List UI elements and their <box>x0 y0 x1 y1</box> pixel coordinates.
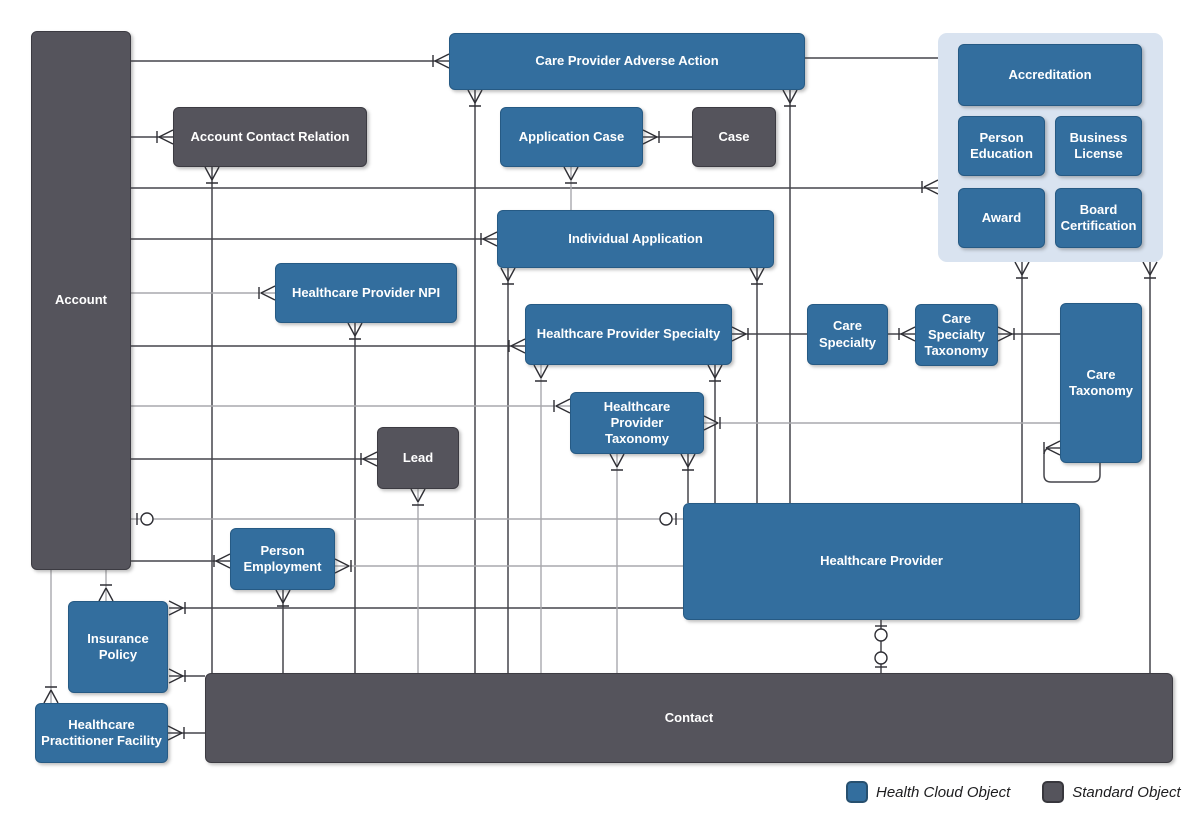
health-cloud-object-swatch <box>846 781 868 803</box>
entity-case: Case <box>692 107 776 167</box>
connectors-dark <box>131 57 1151 734</box>
entity-label: Lead <box>402 449 434 465</box>
entity-label: Care Taxonomy <box>1068 366 1134 398</box>
standard-object-swatch <box>1042 781 1065 803</box>
entity-accreditation: Accreditation <box>958 44 1142 106</box>
entity-label: Healthcare Provider Taxonomy <box>603 398 671 447</box>
entity-care-provider-adverse-action: Care Provider Adverse Action <box>449 33 805 90</box>
entity-label: Award <box>981 209 1022 225</box>
entity-label: Individual Application <box>568 230 703 246</box>
entity-label: Healthcare Provider Specialty <box>536 326 721 342</box>
entity-healthcare-practitioner-facility: Healthcare Practitioner Facility <box>35 703 168 763</box>
entity-label: Person Education <box>970 129 1033 161</box>
entity-label: Account Contact Relation <box>190 128 350 144</box>
entity-insurance-policy: Insurance Policy <box>68 601 168 693</box>
entity-person-employment: Person Employment <box>230 528 335 590</box>
standard-object-label: Standard Object <box>1072 783 1181 801</box>
entity-label: Person Employment <box>243 542 322 574</box>
health-cloud-object-label: Health Cloud Object <box>876 783 1011 801</box>
entity-label: Healthcare Provider NPI <box>291 284 441 300</box>
entity-care-taxonomy: Care Taxonomy <box>1060 303 1142 463</box>
entity-label: Care Specialty Taxonomy <box>924 310 989 359</box>
entity-healthcare-provider-specialty: Healthcare Provider Specialty <box>525 304 732 365</box>
entity-account-contact-relation: Account Contact Relation <box>173 107 367 167</box>
entity-business-license: Business License <box>1055 116 1142 176</box>
entity-contact: Contact <box>205 673 1173 763</box>
entity-label: Care Provider Adverse Action <box>535 53 719 69</box>
entity-label: Business License <box>1069 129 1128 161</box>
legend: Health Cloud Object Standard Object <box>846 781 1181 803</box>
entity-healthcare-provider: Healthcare Provider <box>683 503 1080 620</box>
entity-label: Application Case <box>518 128 625 144</box>
entity-label: Accreditation <box>1008 66 1092 82</box>
entity-label: Contact <box>664 709 714 725</box>
entity-individual-application: Individual Application <box>497 210 774 268</box>
entity-board-certification: Board Certification <box>1055 188 1142 248</box>
entity-label: Healthcare Provider <box>820 553 943 569</box>
entity-application-case: Application Case <box>500 107 643 167</box>
entity-label: Board Certification <box>1060 201 1137 233</box>
entity-lead: Lead <box>377 427 459 489</box>
entity-label: Account <box>55 292 107 308</box>
entity-label: Insurance Policy <box>87 630 149 662</box>
entity-label: Case <box>718 128 750 144</box>
zero-or-one-markers <box>136 512 888 668</box>
entity-account: Account <box>31 31 131 570</box>
entity-healthcare-provider-taxonomy: Healthcare Provider Taxonomy <box>570 392 704 454</box>
crowsfoot-markers <box>43 50 1158 741</box>
entity-healthcare-provider-npi: Healthcare Provider NPI <box>275 263 457 323</box>
entity-award: Award <box>958 188 1045 248</box>
entity-care-specialty-taxonomy: Care Specialty Taxonomy <box>915 304 998 366</box>
entity-care-specialty: Care Specialty <box>807 304 888 365</box>
connectors-gray <box>50 167 1060 703</box>
entity-label: Healthcare Practitioner Facility <box>41 716 162 748</box>
entity-label: Care Specialty <box>818 318 877 350</box>
entity-person-education: Person Education <box>958 116 1045 176</box>
